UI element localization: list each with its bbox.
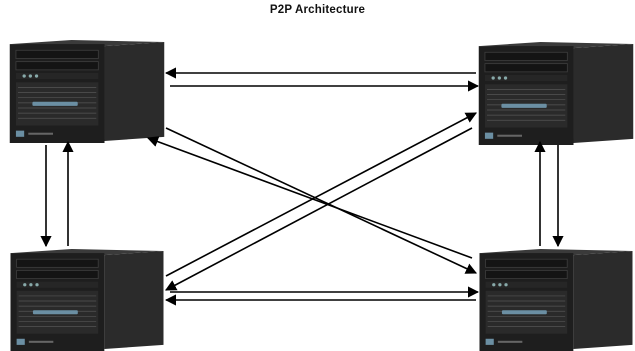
arrow-bottom-left-to-top-right: [165, 112, 477, 277]
arrow-top-left-to-bottom-right: [165, 127, 478, 274]
server-bottom-left-icon: [9, 249, 165, 351]
arrow-bottom-right-to-top-left: [146, 136, 473, 259]
server-bottom-right-icon: [478, 249, 634, 351]
arrow-top-right-to-bottom-left: [165, 127, 473, 291]
server-top-left-icon: [9, 40, 165, 143]
server-top-right-icon: [478, 42, 634, 145]
diagram-title: P2P Architecture: [269, 4, 366, 16]
